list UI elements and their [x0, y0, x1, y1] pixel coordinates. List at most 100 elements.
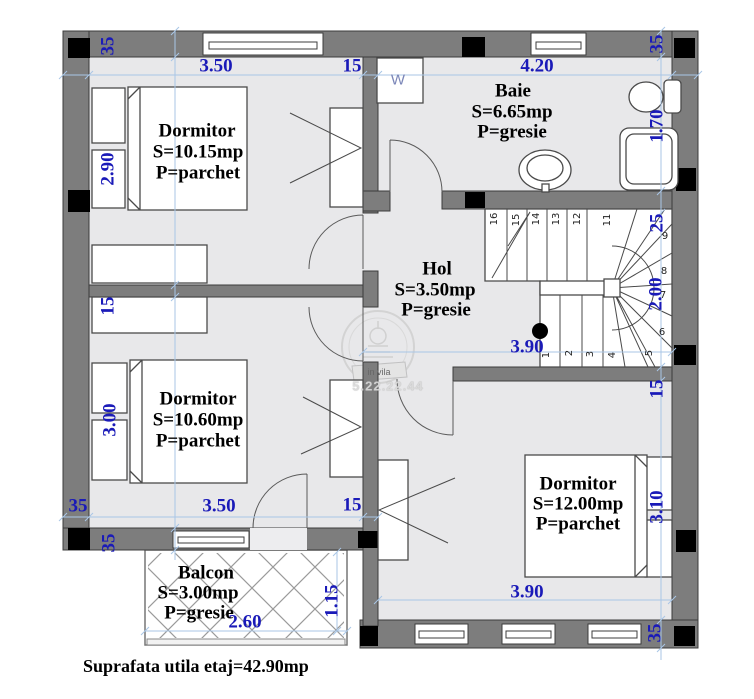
stair-tread-4: 4: [607, 351, 618, 359]
stair-tread-5: 5: [644, 349, 655, 357]
door-dormitor3: [396, 378, 454, 436]
room-baie-area: S=6.65mp: [471, 101, 553, 123]
dim-bottom-width-left: 3.50: [202, 495, 236, 517]
dim-bottom-wall-center: 15: [342, 494, 362, 516]
door-balcon: [252, 473, 308, 529]
stair-tread-7: 7: [659, 290, 667, 301]
dim-right-room-bottom: 3.10: [646, 490, 668, 524]
dim-bedroom-width: 3.90: [510, 581, 544, 603]
stair-newel: [603, 278, 621, 298]
dim-top-width-left: 3.50: [199, 55, 233, 77]
room-baie-name: Baie: [495, 80, 531, 102]
wall-right: [671, 30, 699, 649]
dim-left-wall-mid: 15: [97, 296, 119, 316]
wall-center-upper: [362, 56, 379, 214]
stair-tread-16: 16: [489, 212, 500, 226]
dim-left-wall-bottom-v: 35: [98, 533, 120, 553]
wall-center-mid: [362, 270, 379, 308]
stair-tread-11: 11: [602, 213, 613, 227]
dim-left-room-top: 2.90: [97, 152, 119, 186]
dimension-lines: [58, 26, 703, 660]
stair-landing-rail: [539, 280, 607, 296]
dresser-dormitor2: [91, 296, 208, 334]
stair-tread-15: 15: [511, 213, 522, 227]
dim-right-wall-bottom: 35: [644, 623, 666, 643]
columns: [68, 37, 696, 646]
dim-top-width-right: 4.20: [520, 55, 554, 77]
bed-dormitor3: [524, 454, 673, 578]
window-bottom-3: [587, 623, 642, 645]
doors: [252, 139, 454, 529]
stair-tread-3: 3: [585, 350, 596, 358]
room-balcon-name: Balcon: [178, 562, 234, 584]
wall-between-bedrooms: [88, 284, 364, 298]
watermark-phone: 5.22.22.44: [352, 378, 424, 394]
room-hol-area: S=3.50mp: [394, 279, 476, 301]
wall-center-foot: [362, 190, 391, 212]
window-bottom-1: [414, 623, 469, 645]
room-dormitor2-floor: P=parchet: [155, 430, 241, 452]
balcony-sill: [146, 638, 346, 646]
dim-left-wall-bottom-h: 35: [68, 495, 88, 517]
bed-dormitor1: [91, 86, 248, 211]
window-top-left: [202, 32, 324, 56]
dim-top-wall-right: 35: [646, 34, 668, 54]
wardrobe-dormitor2: [300, 379, 364, 478]
dim-top-wall-left: 35: [97, 36, 119, 56]
room-dormitor1-floor: P=parchet: [155, 162, 241, 184]
stair-tread-6: 6: [658, 327, 666, 338]
balcony-door-opening: [250, 528, 307, 550]
wall-top: [62, 30, 699, 58]
room-dormitor1-name: Dormitor: [158, 120, 236, 142]
room-hol-name: Hol: [422, 258, 452, 280]
window-bottom-2: [501, 623, 556, 645]
windows: [172, 32, 642, 645]
dim-balcony-depth: 1.15: [321, 584, 343, 618]
toilet-icon: [628, 79, 682, 114]
dim-right-wall-mid: 25: [646, 213, 668, 233]
room-balcon-floor: P=gresie: [164, 602, 234, 624]
room-hol-floor: P=gresie: [401, 299, 471, 321]
usable-area-text: Suprafata utila etaj=42.90mp: [83, 656, 309, 676]
stair-tread-9: 9: [661, 231, 669, 242]
balcony: [144, 549, 348, 646]
door-baie: [389, 139, 443, 193]
dim-right-wall-lower: 15: [646, 379, 668, 399]
stair-tread-2: 2: [564, 349, 575, 357]
room-dormitor2-area: S=10.60mp: [152, 409, 244, 431]
room-dormitor2-name: Dormitor: [159, 388, 237, 410]
stair-tread-12: 12: [572, 212, 583, 226]
dresser-dormitor1: [91, 244, 208, 284]
room-dormitor3-area: S=12.00mp: [532, 493, 624, 515]
dim-right-bath: 1.70: [646, 109, 668, 143]
dim-hol-width: 3.90: [510, 336, 544, 358]
stairs: [484, 208, 673, 368]
bed-dormitor2: [91, 359, 248, 484]
room-balcon-area: S=3.00mp: [157, 582, 239, 604]
stair-start-dot: [532, 323, 548, 339]
window-bedroom2: [172, 530, 250, 549]
sink-icon: [518, 149, 572, 193]
wall-below-stairs: [452, 366, 673, 382]
room-dormitor3-name: Dormitor: [539, 473, 617, 495]
washing-machine: [376, 57, 424, 104]
window-baie: [530, 32, 587, 56]
room-dormitor1-area: S=10.15mp: [152, 141, 244, 163]
room-dormitor3-floor: P=parchet: [535, 513, 621, 535]
door-dormitor1: [308, 214, 364, 270]
stair-tread-1: 1: [541, 351, 552, 359]
washing-machine-label: W: [390, 71, 406, 89]
wardrobe-dormitor3: [377, 459, 456, 561]
stair-tread-8: 8: [660, 266, 668, 277]
wall-center-lower: [362, 361, 379, 627]
room-baie-floor: P=gresie: [477, 121, 547, 143]
wardrobe-dormitor1: [289, 107, 364, 208]
furniture: [91, 86, 673, 578]
watermark-ribbon-text: in vila: [367, 367, 390, 377]
dim-left-room-bottom: 3.00: [99, 403, 121, 437]
stair-tread-14: 14: [531, 212, 542, 226]
dim-balcony-width: 2.60: [228, 611, 262, 633]
stair-tread-13: 13: [551, 212, 562, 226]
